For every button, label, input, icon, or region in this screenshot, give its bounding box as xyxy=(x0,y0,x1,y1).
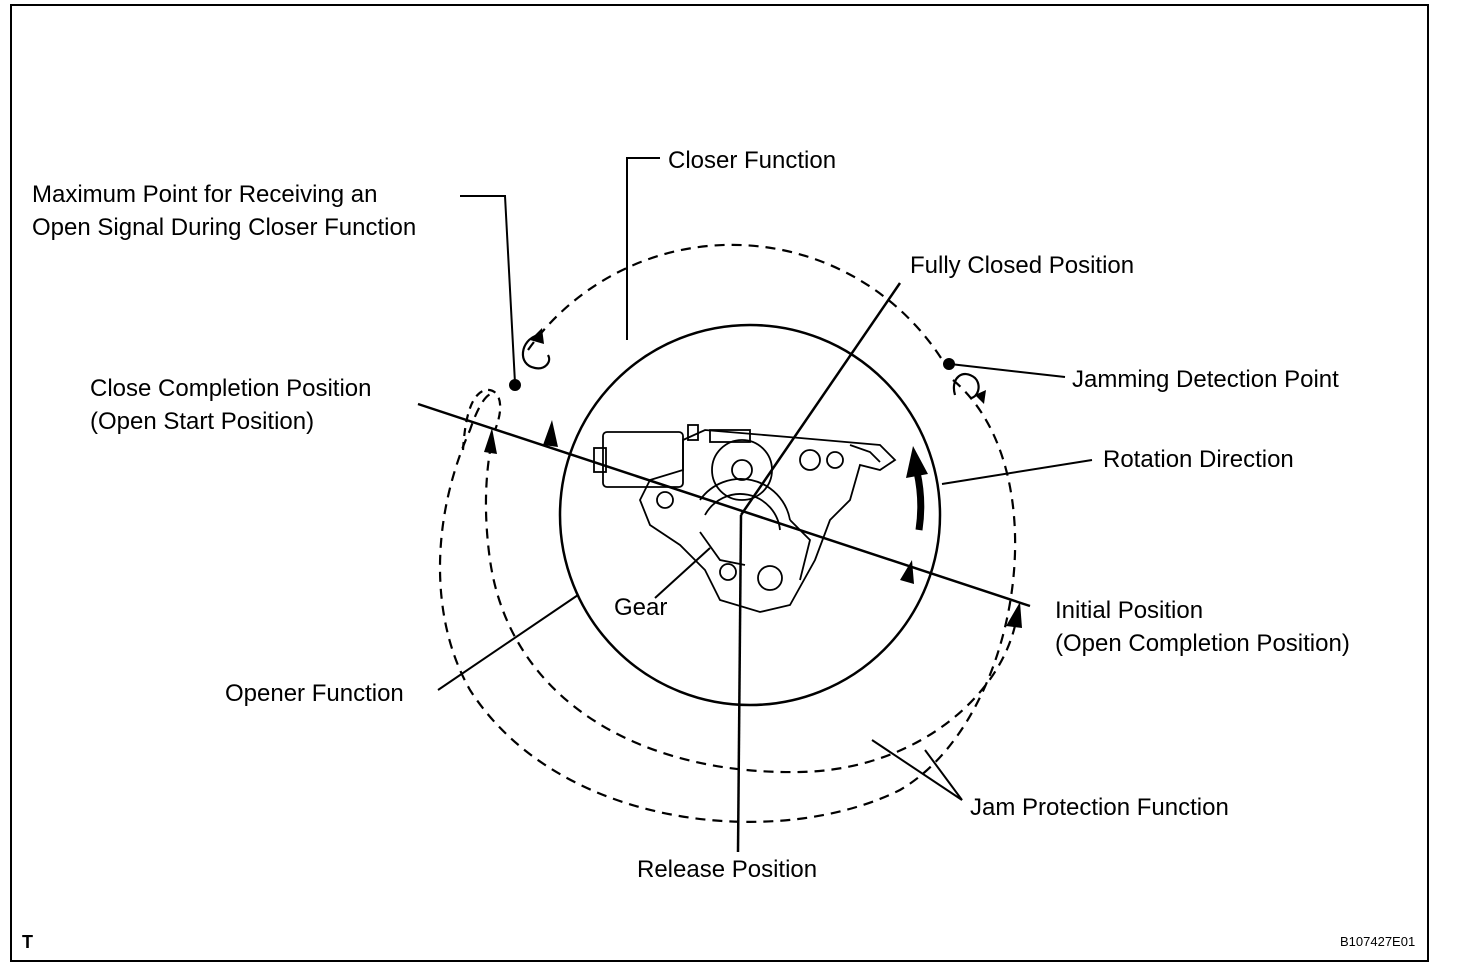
close-completion-line xyxy=(417,402,1031,608)
opener-arrowhead xyxy=(484,428,497,454)
fully-closed-line xyxy=(739,282,902,516)
opener-function-label: Opener Function xyxy=(225,680,404,707)
max-point-label-line1: Maximum Point for Receiving an xyxy=(32,181,378,208)
gear-leader xyxy=(654,547,711,599)
initial-position-label-line2: (Open Completion Position) xyxy=(1055,630,1350,657)
opener-leader xyxy=(437,594,579,691)
gear-label: Gear xyxy=(614,594,668,621)
rotation-leader xyxy=(941,459,1093,485)
close-completion-label-line1: Close Completion Position xyxy=(90,375,372,402)
jam-protection-leader xyxy=(871,739,963,801)
max-point-hook xyxy=(521,333,551,370)
latch-mechanism xyxy=(593,424,897,613)
jamming-leader xyxy=(949,363,1066,378)
max-point-hook-head xyxy=(530,328,544,344)
jam-protection-label: Jam Protection Function xyxy=(970,794,1229,821)
max-point-dot xyxy=(509,379,521,391)
gear-circle xyxy=(558,323,942,707)
max-point-label-line2: Open Signal During Closer Function xyxy=(32,214,417,241)
max-point-leader xyxy=(460,195,516,384)
jam-arrowhead xyxy=(1006,602,1022,628)
fully-closed-label: Fully Closed Position xyxy=(910,252,1135,279)
initial-position-label-line1: Initial Position xyxy=(1055,597,1204,624)
closer-circle-arrow xyxy=(543,420,558,447)
closer-function-label: Closer Function xyxy=(668,147,837,174)
jam-top-arrowhead xyxy=(975,390,986,404)
rotation-direction-label: Rotation Direction xyxy=(1103,446,1294,473)
rotation-direction-arrow xyxy=(913,471,925,531)
rotation-direction-arrowhead xyxy=(906,446,928,478)
jamming-dot xyxy=(943,358,955,370)
release-line xyxy=(736,514,743,853)
corner-mark: T xyxy=(22,932,33,952)
jamming-hook xyxy=(952,372,980,400)
jamming-detection-label: Jamming Detection Point xyxy=(1072,366,1339,393)
opener-dashed-arc xyxy=(484,439,1020,774)
close-completion-label-line2: (Open Start Position) xyxy=(90,408,315,435)
figure-code: B107427E01 xyxy=(1340,934,1416,949)
closer-dashed-arc xyxy=(527,243,947,367)
closer-function-leader xyxy=(626,157,660,340)
release-position-label: Release Position xyxy=(637,856,818,883)
